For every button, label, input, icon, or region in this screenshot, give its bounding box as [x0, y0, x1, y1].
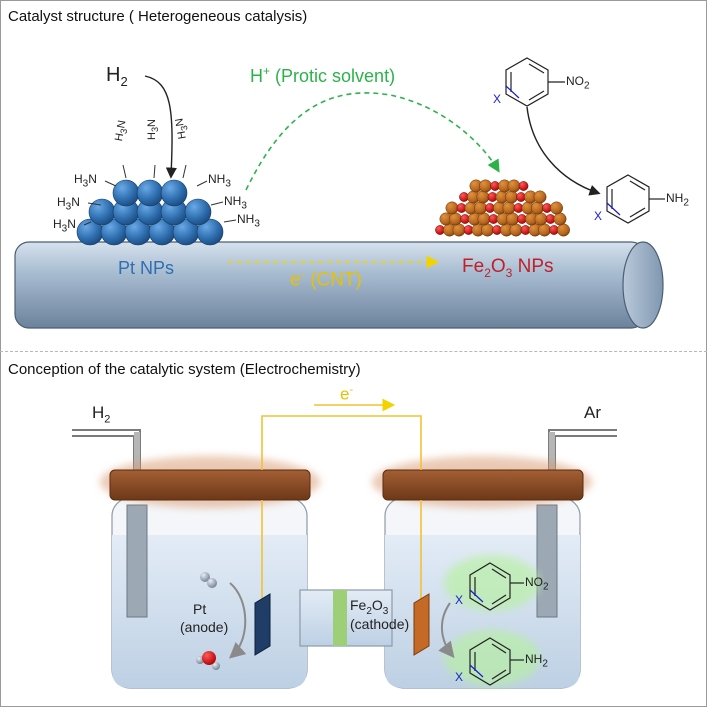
proton-arrow-icon — [245, 92, 500, 191]
iron-sphere — [531, 201, 544, 215]
oxygen-sphere — [518, 181, 529, 191]
h2-molecule-icon — [200, 572, 217, 588]
h2-arrow-icon — [144, 75, 177, 179]
proton-label: H+ (Protic solvent) — [250, 64, 396, 86]
cnt-tube — [14, 241, 664, 329]
nh3-ligand-8: NH3 — [224, 194, 247, 212]
h2-label: H2 — [106, 64, 128, 89]
water-molecule-icon — [196, 651, 220, 670]
cathode-cycle-arrow-icon — [438, 602, 455, 659]
iron-sphere — [476, 190, 490, 204]
salt-bridge — [299, 589, 393, 647]
iron-sphere — [474, 201, 487, 215]
cathode-electrode-icon — [413, 593, 430, 656]
nitroarene-ring-icon — [505, 57, 565, 107]
gas-outlet-label: Ar — [584, 403, 601, 422]
pt-nps-label: Pt NPs — [118, 258, 175, 278]
anode-label-pt: Pt — [193, 601, 207, 617]
nh3-ligand-9: NH3 — [237, 212, 260, 230]
iron-sphere — [538, 223, 551, 237]
iron-sphere — [502, 201, 516, 215]
aniline-x-label: X — [594, 209, 603, 223]
nh3-ligand-7: NH3 — [208, 172, 231, 190]
iron-sphere — [445, 201, 459, 215]
cathode-nitro-x-label: X — [455, 593, 464, 607]
nh3-ligand-6: H3N — [53, 217, 76, 235]
nh3-ligand-5: H3N — [57, 195, 80, 213]
fe2o3-nanoparticles — [435, 179, 570, 237]
circuit-electron-label: e- — [340, 384, 354, 404]
anode-label: (anode) — [180, 619, 229, 635]
anode-electrode-icon — [254, 593, 271, 656]
external-circuit-wire — [261, 415, 422, 600]
fe2o3-nps-label: Fe2O3 NPs — [462, 256, 554, 280]
nitro-group-label: NO2 — [566, 74, 590, 92]
cathode-lid — [372, 456, 592, 508]
fe2o3-electrode-label: Fe2O3 — [350, 597, 389, 617]
gas-inlet-pipe — [72, 429, 141, 470]
cathode-aniline-ring-icon — [444, 630, 540, 686]
pt-sphere — [184, 198, 212, 226]
pt-sphere — [112, 179, 140, 207]
iron-sphere — [479, 179, 492, 193]
iron-sphere — [481, 223, 494, 237]
pt-sphere — [196, 218, 224, 246]
iron-sphere — [553, 212, 567, 226]
iron-sphere — [533, 190, 547, 204]
cathode-nitroarene-ring-icon — [444, 555, 540, 611]
iron-sphere — [449, 212, 462, 226]
pt-nanoparticles — [76, 179, 224, 246]
section-divider — [0, 351, 707, 352]
pt-sphere — [160, 179, 188, 207]
cathode-amine-x-label: X — [455, 670, 464, 684]
nitroarene-x-label: X — [493, 92, 502, 106]
iron-sphere — [550, 201, 563, 215]
top-section-title: Catalyst structure ( Heterogeneous catal… — [8, 8, 308, 25]
bottom-section-title: Conception of the catalytic system (Elec… — [8, 361, 361, 378]
cathode-nitro-label: NO2 — [525, 575, 549, 593]
pt-sphere — [88, 198, 116, 226]
nh3-bonds — [83, 164, 237, 226]
reduction-arrow-icon — [526, 106, 601, 196]
iron-sphere — [509, 223, 523, 237]
iron-sphere — [557, 223, 570, 237]
cathode-amine-label: NH2 — [525, 652, 548, 670]
aniline-ring-icon — [606, 174, 665, 224]
nh3-ligand-2: H3N — [146, 119, 161, 140]
anode-lid — [100, 456, 320, 508]
iron-sphere — [452, 223, 466, 237]
amine-group-label: NH2 — [666, 191, 689, 209]
iron-sphere — [477, 212, 491, 226]
iron-sphere — [507, 179, 521, 193]
anode-cycle-arrow-icon — [229, 582, 247, 659]
iron-sphere — [505, 190, 518, 204]
cathode-label: (cathode) — [350, 616, 410, 632]
gas-inlet-label: H2 — [92, 403, 111, 426]
iron-sphere — [506, 212, 519, 226]
nh3-ligand-4: H3N — [74, 172, 97, 190]
iron-sphere — [534, 212, 548, 226]
electron-cnt-label: e- (CNT) — [290, 266, 362, 291]
membrane — [333, 590, 347, 646]
pt-sphere — [136, 179, 164, 207]
